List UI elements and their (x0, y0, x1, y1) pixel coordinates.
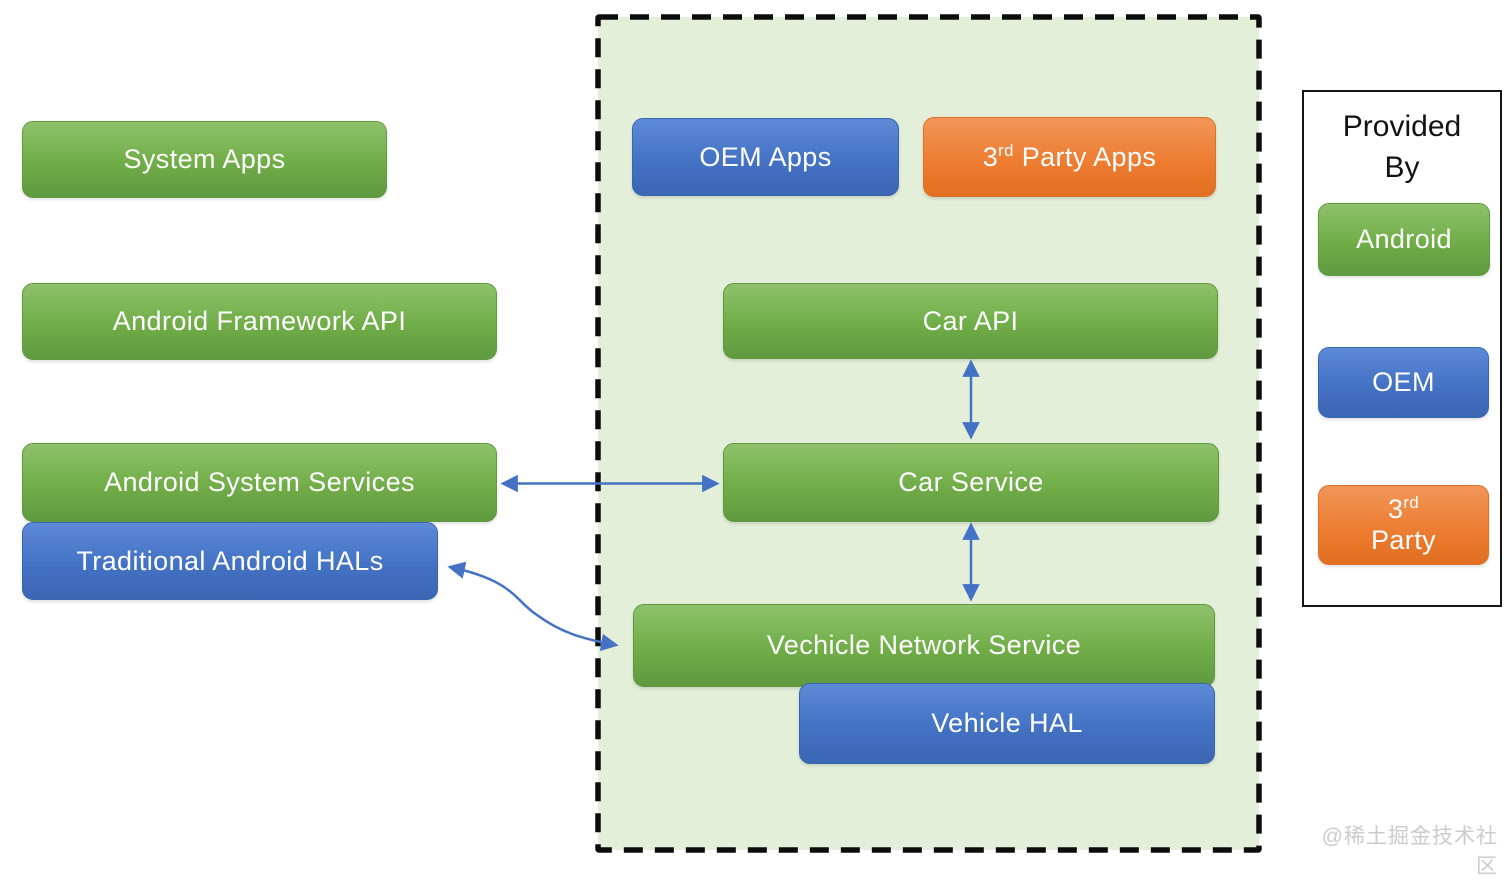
legend-item-label: OEM (1372, 367, 1435, 397)
legend-item-label: 3rd Party (1370, 492, 1437, 555)
node-label: OEM Apps (699, 141, 832, 172)
node-system-apps: System Apps (22, 121, 387, 198)
node-vehicle-hal: Vehicle HAL (799, 683, 1215, 764)
node-label: Vechicle Network Service (766, 630, 1082, 660)
node-traditional-android-hals: Traditional Android HALs (22, 522, 438, 600)
node-android-framework-api: Android Framework API (22, 283, 497, 360)
watermark: @稀土掘金技术社区 (1321, 825, 1498, 878)
legend-item-third-party: 3rd Party (1318, 485, 1489, 565)
node-label: Car API (922, 305, 1019, 336)
arrow-traditional-hals-vehicle-network-service (447, 561, 619, 652)
node-oem-apps: OEM Apps (632, 118, 899, 196)
node-label: 3rd Party Apps (982, 140, 1157, 172)
node-label: Traditional Android HALs (76, 545, 384, 576)
node-label: Android System Services (104, 467, 415, 497)
node-car-api: Car API (723, 283, 1218, 359)
node-label: System Apps (123, 144, 286, 174)
node-label: Android Framework API (112, 306, 407, 336)
legend-item-android: Android (1318, 203, 1490, 276)
node-label: Car Service (898, 467, 1044, 497)
node-third-party-apps: 3rd Party Apps (923, 117, 1216, 197)
legend-title: Provided By (1342, 110, 1462, 185)
node-android-system-services: Android System Services (22, 443, 497, 522)
node-label: Vehicle HAL (931, 708, 1083, 738)
legend-item-oem: OEM (1318, 347, 1489, 418)
legend-provided-by: Provided By Android OEM 3rd Party (1302, 90, 1502, 607)
node-vehicle-network-service: Vechicle Network Service (633, 604, 1215, 687)
node-car-service: Car Service (723, 443, 1219, 522)
legend-item-label: Android (1356, 224, 1452, 254)
